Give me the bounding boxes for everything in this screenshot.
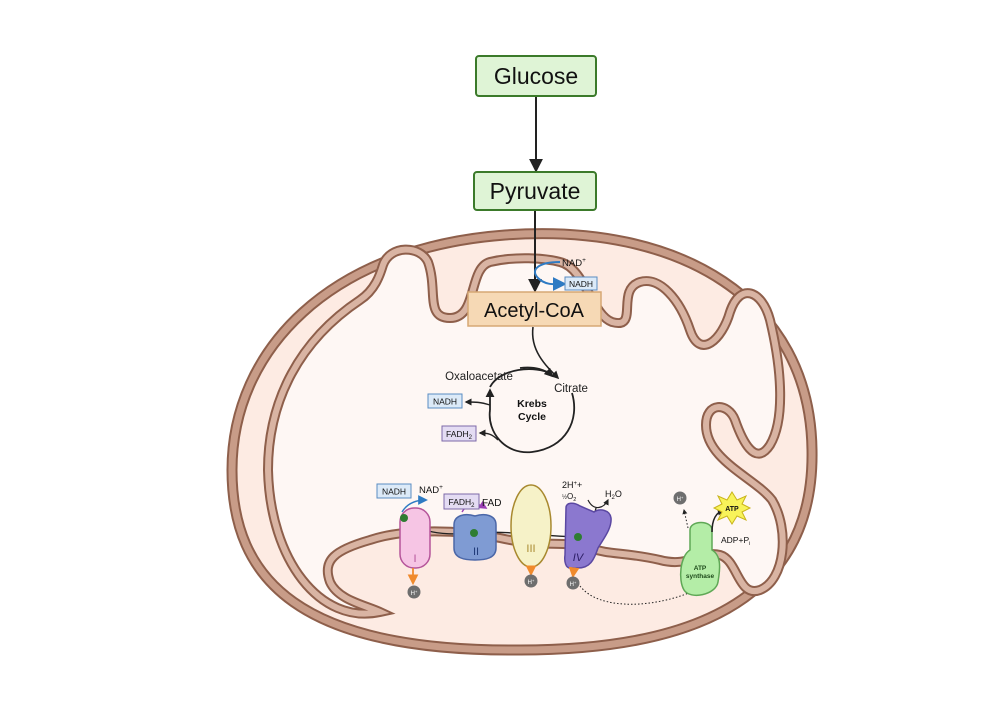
atp-synthase-label-line1: ATP: [694, 565, 707, 572]
krebs-title-line1: Krebs: [517, 398, 547, 410]
proton-atp-synthase: H+: [673, 491, 687, 505]
atp-synthase-proton-exit-arrow: [682, 509, 689, 529]
etc-nad-label: NAD+: [419, 484, 443, 496]
krebs-nadh-arrow: [464, 398, 491, 406]
complex-ii: II: [453, 513, 497, 561]
pyruvate-label: Pyruvate: [490, 178, 581, 204]
krebs-cycle: Oxaloacetate Citrate Krebs Cycle NADH FA…: [427, 326, 588, 453]
complex-iv: IV: [564, 502, 612, 569]
glucose-node: Glucose: [475, 55, 597, 97]
water-label: H2O: [605, 489, 622, 501]
glucose-label: Glucose: [494, 63, 578, 89]
electron-transport-chain: I NADH NAD+ H+ II FADH2 FAD III: [376, 480, 701, 605]
krebs-title-line2: Cycle: [518, 411, 546, 423]
mitochondrion: [226, 228, 818, 656]
etc-fadh2-label: FADH2: [448, 497, 475, 509]
adp-label: ADP+Pi: [721, 535, 750, 547]
pyruvate-node: Pyruvate: [473, 171, 597, 211]
complex-iv-label: IV: [573, 552, 585, 564]
complex-i-nad-arrow: [401, 495, 428, 513]
oxygen-reactant-line2: ½O2: [562, 492, 576, 503]
link-nad-label: NAD+: [562, 257, 586, 269]
atp-synthase: ATP synthase: [679, 521, 721, 597]
svg-text:H+: H+: [411, 589, 418, 597]
krebs-nadh-label: NADH: [433, 397, 457, 407]
krebs-fadh2-label: FADH2: [446, 429, 473, 441]
etc-nadh-box: NADH: [376, 483, 412, 499]
proton-gradient-path: [579, 585, 701, 605]
krebs-fadh2-arrow: [478, 429, 499, 441]
krebs-fadh2-box: FADH2: [441, 425, 477, 442]
complex-i-label: I: [413, 553, 416, 565]
acetyl-to-citrate-arrow: [531, 326, 560, 380]
link-nadh-label: NADH: [569, 279, 593, 289]
acetyl-coa-node: Acetyl-CoA: [467, 291, 602, 327]
proton-complex-iv: H+: [566, 576, 580, 590]
oxygen-reactant-line1: 2H++: [562, 480, 582, 490]
etc-fad-label: FAD: [482, 498, 501, 509]
citrate-label: Citrate: [554, 383, 588, 395]
complex-iii: III: [510, 484, 552, 568]
link-nadh-box: NADH: [564, 276, 598, 291]
proton-complex-iii: H+: [524, 574, 538, 588]
atp-burst: ATP: [712, 491, 752, 525]
etc-nadh-label: NADH: [382, 487, 406, 497]
etc-fadh2-box: FADH2: [443, 493, 480, 510]
proton-complex-i: H+: [407, 585, 421, 599]
complex-ii-label: II: [473, 546, 479, 558]
atp-synthase-label-line2: synthase: [686, 573, 715, 580]
svg-text:H+: H+: [570, 580, 577, 588]
water-formation-arrow: [587, 498, 609, 509]
oxaloacetate-label: Oxaloacetate: [445, 371, 513, 383]
krebs-nadh-box: NADH: [427, 393, 463, 409]
atp-label: ATP: [725, 506, 739, 513]
acetyl-coa-label: Acetyl-CoA: [484, 300, 585, 322]
complex-i: I: [399, 507, 431, 569]
complex-iv-proton-arrow: [568, 566, 580, 579]
complex-iii-label: III: [526, 543, 535, 555]
svg-text:H+: H+: [677, 495, 684, 503]
nad-reduction-arrow: [533, 261, 567, 292]
svg-text:H+: H+: [528, 578, 535, 586]
